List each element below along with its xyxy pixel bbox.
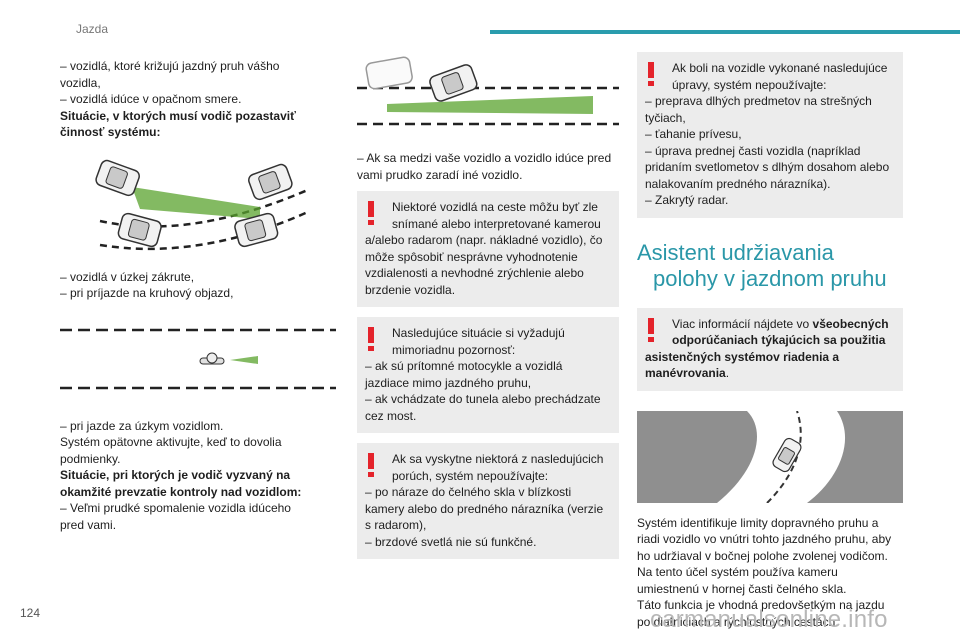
header-accent-bar (490, 30, 960, 34)
text-line: asistenčných systémov riadenia a (645, 349, 840, 364)
car-icon (429, 64, 478, 102)
text-line: Situácie, v ktorých musí vodič pozastavi… (60, 108, 296, 123)
text-line: Viac informácií nájdete vo všeobecných (645, 316, 895, 333)
text-line: s radarom), (365, 518, 427, 532)
text-line: – preprava dlhých predmetov na strešných (645, 94, 872, 108)
text-line: pred vami. (60, 517, 117, 532)
warning-box-2: Nasledujúce situácie si vyžadujú mimoria… (357, 317, 619, 433)
text-line: kamery alebo do predného nárazníka (verz… (365, 501, 604, 516)
text-line: po diaľniciach a rýchlostných cestách. (637, 614, 839, 629)
col1-heading-2: Situácie, pri ktorých je vodič vyzvaný n… (60, 467, 330, 500)
col2-paragraph-1: – Ak sa medzi vaše vozidlo a vozidlo idú… (357, 150, 619, 183)
text-line: ho udržiaval v bočnej polohe zvolenej vo… (637, 548, 888, 563)
text-line: – úprava prednej časti vozidla (napríkla… (645, 143, 861, 158)
car-icon (772, 437, 802, 472)
text-line: – pri príjazde na kruhový objazd, (60, 286, 234, 300)
warning-icon (648, 317, 654, 342)
text-line: a/alebo radarom (napr. nákladné vozidlo)… (365, 233, 603, 247)
warning-box-5: Viac informácií nájdete vo všeobecných o… (637, 307, 903, 391)
text-line: – vozidlá v úzkej zákrute, (60, 269, 195, 284)
text-line: Systém identifikuje limity dopravného pr… (637, 515, 879, 530)
text-line: umiestnenú v hornej časti čelného skla. (637, 581, 847, 596)
column-1: – vozidlá, ktoré križujú jazdný pruh váš… (60, 58, 336, 533)
text-line: – pri jazde za úzkym vozidlom. (60, 418, 224, 433)
col3-paragraph-final: Systém identifikuje limity dopravného pr… (637, 515, 903, 631)
cut-in-illustration (357, 56, 619, 126)
text-line: jazdiace mimo jazdného pruhu, (365, 375, 532, 390)
text-line: riadi vozidlo vo vnútri tohto jazdného p… (637, 532, 892, 546)
text-line: – ak sú prítomné motocykle a vozidlá (365, 359, 563, 373)
road-illustration (637, 410, 903, 503)
car-icon (117, 212, 162, 247)
text-line: – vozidlá, ktoré križujú jazdný pruh váš… (60, 59, 280, 73)
col1-paragraph-4: – pri jazde za úzkym vozidlom. Systém op… (60, 418, 330, 468)
title-line: Asistent udržiavania (637, 239, 834, 265)
text-line: Niektoré vozidlá na ceste môžu byť zle (392, 200, 598, 214)
page-number: 124 (20, 606, 41, 620)
text-line: vami prudko zaradí iné vozidlo. (357, 167, 523, 182)
text-run: manévrovania (645, 366, 726, 380)
text-line: úpravy, systém nepoužívajte: (672, 77, 827, 92)
title-line: polohy v jazdnom pruhu (653, 265, 887, 291)
col1-paragraph-6: – Veľmi prudké spomalenie vozidla idúceh… (60, 500, 330, 533)
text-line: vozidla, (60, 75, 101, 90)
text-line: – Veľmi prudké spomalenie vozidla idúceh… (60, 501, 291, 515)
col1-heading-1: Situácie, v ktorých musí vodič pozastavi… (60, 108, 330, 141)
text-run: Viac informácií nájdete vo (672, 316, 813, 331)
text-line: Nasledujúce situácie si vyžadujú (392, 326, 565, 340)
narrow-vehicle-illustration (60, 328, 336, 389)
text-line: snímané alebo interpretované kamerou (392, 216, 601, 231)
warning-box-4: Ak boli na vozidle vykonané nasledujúce … (637, 52, 903, 218)
text-line: – ťahanie prívesu, (645, 127, 742, 141)
section-title: Asistent udržiavania polohy v jazdnom pr… (637, 240, 903, 292)
text-line: cez most. (365, 408, 417, 423)
motorcycle-icon (199, 352, 225, 364)
warning-box-1: Niektoré vozidlá na ceste môžu byť zle s… (357, 191, 619, 307)
text-line: tyčiach, (645, 110, 686, 125)
col1-paragraph-3: – vozidlá v úzkej zákrute, – pri príjazd… (60, 269, 330, 302)
car-icon (365, 56, 413, 90)
curve-illustration (95, 159, 311, 250)
text-line: činnosť systému: (60, 125, 161, 139)
text-run: . (725, 366, 730, 380)
warning-icon (368, 327, 374, 351)
text-line: Systém opätovne aktivujte, keď to dovoli… (60, 435, 282, 449)
warning-icon (648, 62, 654, 86)
car-icon (248, 163, 293, 200)
text-line: Na tento účel systém používa kameru (637, 565, 838, 579)
warning-icon (368, 453, 374, 477)
text-line: Ak sa vyskytne niektorá z nasledujúcich (392, 452, 604, 466)
text-line: odporúčaniach týkajúcich sa použitia (672, 333, 886, 347)
warning-icon (368, 201, 374, 225)
text-line: nalakovaním predného nárazníka). (645, 176, 831, 191)
text-line: mimoriadnu pozornosť: (392, 342, 516, 357)
car-icon (95, 159, 140, 196)
car-icon (234, 212, 279, 247)
text-line: podmienky. (60, 451, 121, 466)
text-line: okamžité prevzatie kontroly nad vozidlom… (60, 484, 302, 499)
text-line: Situácie, pri ktorých je vodič vyzvaný n… (60, 468, 291, 482)
text-line: Ak boli na vozidle vykonané nasledujúce (672, 61, 888, 75)
text-line: vzdialenosti a nevhodné zrýchlenie alebo (365, 266, 584, 280)
text-line: – Zakrytý radar. (645, 193, 729, 207)
col1-paragraph-1: – vozidlá, ktoré križujú jazdný pruh váš… (60, 58, 330, 108)
text-line: – ak vchádzate do tunela alebo prechádza… (365, 392, 601, 406)
text-line: Táto funkcia je vhodná predovšetkým na j… (637, 598, 885, 612)
text-line: porúch, systém nepoužívajte: (392, 468, 549, 483)
text-line: môže spôsobiť nesprávne vyhodnotenie (365, 249, 578, 264)
column-2: – Ak sa medzi vaše vozidlo a vozidlo idú… (357, 52, 619, 559)
warning-box-3: Ak sa vyskytne niektorá z nasledujúcich … (357, 443, 619, 559)
text-line: manévrovania. (645, 365, 895, 382)
text-line: – vozidlá idúce v opačnom smere. (60, 92, 242, 106)
column-3: Ak boli na vozidle vykonané nasledujúce … (637, 52, 903, 630)
text-run: všeobecných (812, 316, 889, 331)
text-line: pridaním svetlometov s dlhým dosahom ale… (645, 160, 890, 174)
text-line: – po náraze do čelného skla v blízkosti (365, 485, 572, 499)
text-line: brzdenie vozidla. (365, 282, 456, 297)
watermark: carmanualsonline.info (650, 606, 888, 633)
text-line: – brzdové svetlá nie sú funkčné. (365, 534, 537, 549)
text-line: – Ak sa medzi vaše vozidlo a vozidlo idú… (357, 151, 612, 165)
chapter-title: Jazda (76, 22, 109, 36)
